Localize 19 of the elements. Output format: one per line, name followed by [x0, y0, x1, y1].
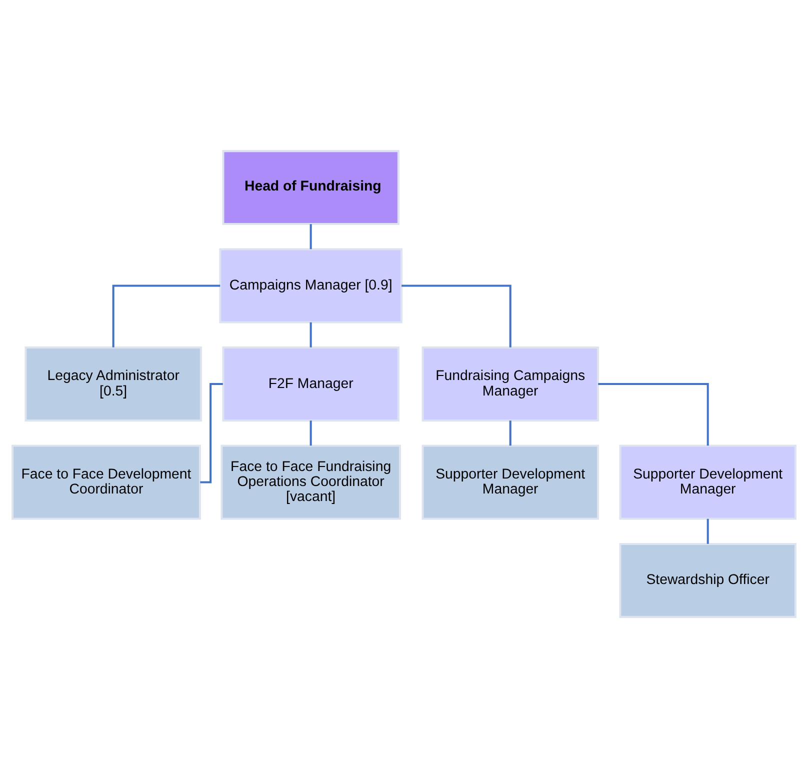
node-box: Stewardship Officer: [619, 542, 796, 618]
connector: [706, 518, 709, 544]
connector: [402, 284, 512, 347]
node-box: Fundraising Campaigns Manager: [422, 346, 599, 421]
node-box: Supporter Development Manager: [422, 444, 599, 520]
node-box: Campaigns Manager [0.9]: [219, 248, 402, 323]
connector: [509, 420, 512, 446]
connector: [310, 420, 312, 446]
connector: [112, 284, 220, 347]
connector: [598, 382, 709, 446]
connector: [310, 224, 312, 249]
node-box: Legacy Administrator [0.5]: [24, 346, 202, 421]
connector: [200, 382, 223, 483]
node-box: Head of Fundraising: [222, 150, 400, 224]
node-box: Face to Face Fundraising Operations Coordinator [vacant]: [220, 444, 401, 520]
node-box: F2F Manager: [222, 346, 400, 421]
node-box: Face to Face Development Coordinator: [12, 444, 201, 520]
connector: [310, 322, 312, 347]
node-box: Supporter Development Manager: [619, 444, 796, 520]
